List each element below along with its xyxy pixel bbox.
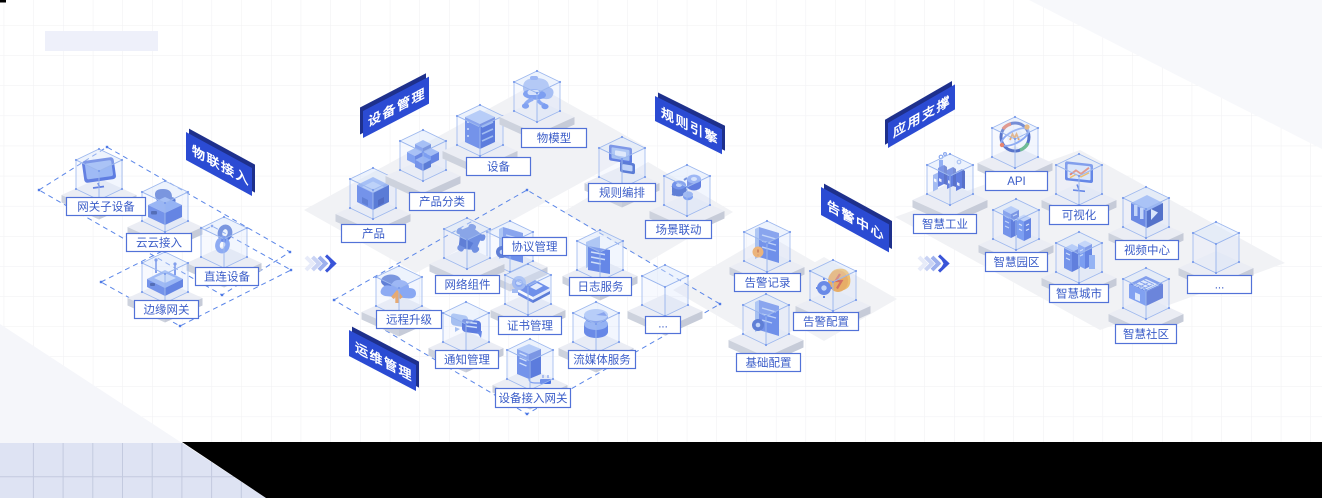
svg-text:边缘网关: 边缘网关 xyxy=(144,303,190,317)
svg-text:通知管理: 通知管理 xyxy=(444,353,490,367)
svg-text:智慧园区: 智慧园区 xyxy=(994,255,1040,269)
svg-text:协议管理: 协议管理 xyxy=(512,240,558,254)
svg-text:...: ... xyxy=(658,319,668,331)
svg-text:告警配置: 告警配置 xyxy=(803,315,849,329)
svg-text:告警记录: 告警记录 xyxy=(745,276,791,290)
svg-text:物模型: 物模型 xyxy=(537,131,572,145)
svg-text:远程升级: 远程升级 xyxy=(386,314,432,327)
svg-text:网络组件: 网络组件 xyxy=(445,278,491,292)
svg-text:云云接入: 云云接入 xyxy=(136,237,182,250)
svg-text:直连设备: 直连设备 xyxy=(204,270,250,284)
svg-text:...: ... xyxy=(1215,280,1225,292)
svg-text:智慧城市: 智慧城市 xyxy=(1056,287,1102,301)
svg-text:日志服务: 日志服务 xyxy=(578,280,624,294)
svg-text:场景联动: 场景联动 xyxy=(656,223,702,237)
svg-text:基础配置: 基础配置 xyxy=(746,357,792,370)
svg-text:流媒体服务: 流媒体服务 xyxy=(573,353,631,367)
svg-text:产品分类: 产品分类 xyxy=(419,195,465,209)
svg-text:视频中心: 视频中心 xyxy=(1124,243,1170,257)
svg-text:智慧工业: 智慧工业 xyxy=(922,217,968,231)
svg-text:API: API xyxy=(1007,176,1026,188)
svg-text:网关子设备: 网关子设备 xyxy=(77,200,135,214)
svg-text:产品: 产品 xyxy=(362,227,385,241)
svg-text:证书管理: 证书管理 xyxy=(507,319,553,333)
svg-text:可视化: 可视化 xyxy=(1062,208,1097,222)
svg-text:智慧社区: 智慧社区 xyxy=(1123,327,1169,341)
svg-text:规则编排: 规则编排 xyxy=(599,186,645,200)
svg-text:设备: 设备 xyxy=(487,160,510,174)
svg-text:设备接入网关: 设备接入网关 xyxy=(499,391,568,405)
